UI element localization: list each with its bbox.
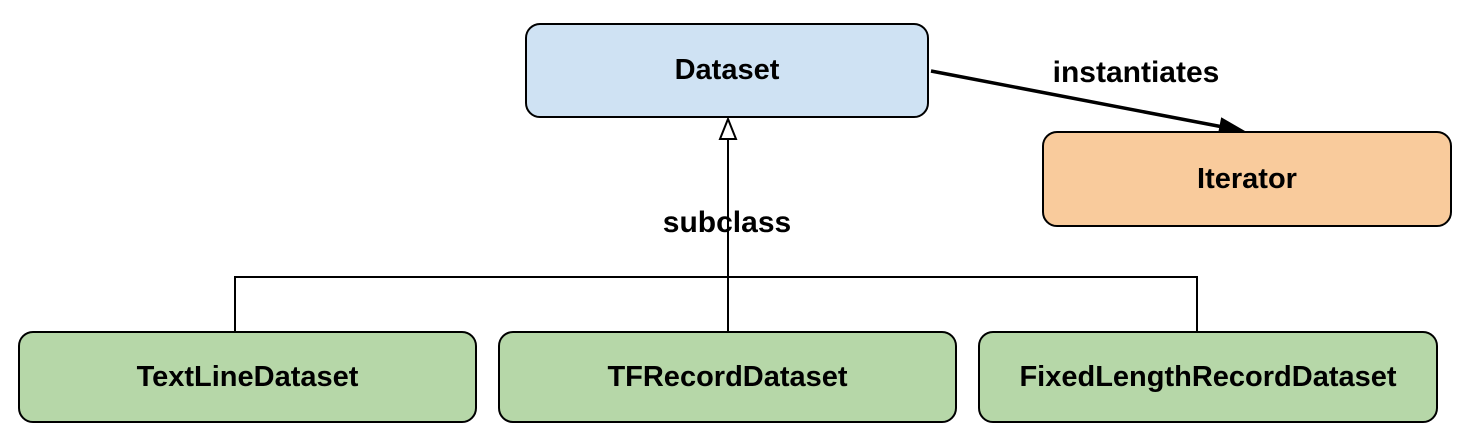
inheritance-hollow-arrowhead-icon — [718, 116, 738, 140]
node-fixedlength-record-dataset: FixedLengthRecordDataset — [978, 331, 1438, 423]
subclass-branch-connector — [234, 276, 1198, 331]
node-tfrecord-dataset: TFRecordDataset — [498, 331, 957, 423]
instantiates-arrow-line — [930, 69, 1224, 129]
node-fixedlength-record-dataset-label: FixedLengthRecordDataset — [1019, 360, 1397, 393]
node-dataset: Dataset — [525, 23, 929, 118]
instantiates-edge-label: instantiates — [1052, 56, 1220, 89]
node-textline-dataset: TextLineDataset — [18, 331, 477, 423]
node-dataset-label: Dataset — [674, 54, 780, 86]
node-textline-dataset-label: TextLineDataset — [136, 360, 359, 393]
instantiates-arrowhead-icon — [1217, 117, 1245, 135]
node-tfrecord-dataset-label: TFRecordDataset — [607, 360, 848, 393]
subclass-edge-label: subclass — [662, 206, 792, 239]
node-iterator-label: Iterator — [1197, 162, 1297, 195]
node-iterator: Iterator — [1042, 131, 1452, 227]
